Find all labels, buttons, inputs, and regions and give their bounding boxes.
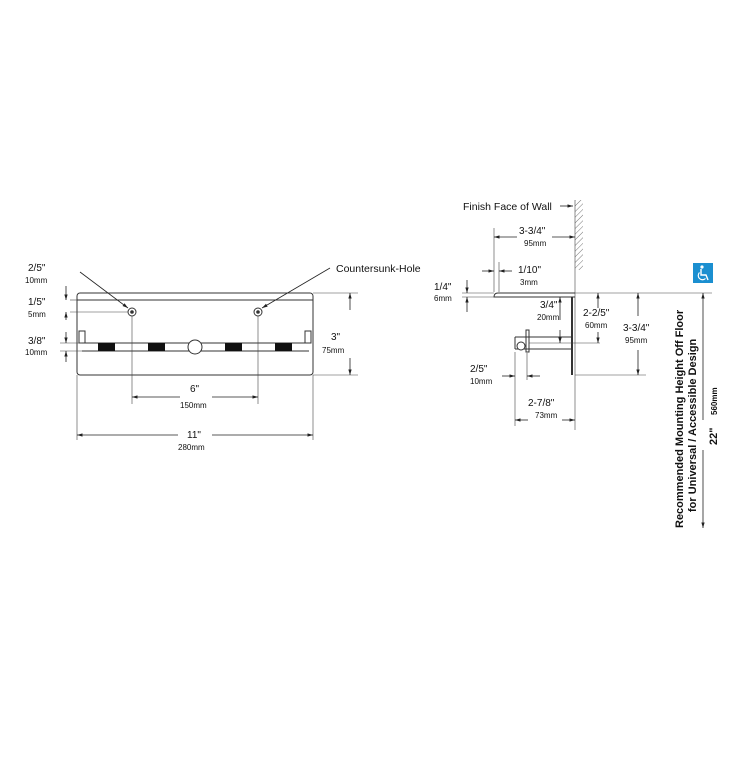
- countersunk-hole-label: Countersunk-Hole: [336, 263, 421, 275]
- mounting-height: Recommended Mounting Height Off Floor fo…: [674, 263, 720, 528]
- bar-end-in: 2/5": [470, 364, 488, 375]
- hole-offset-in: 1/5": [28, 297, 46, 308]
- height-mm: 75mm: [322, 346, 345, 355]
- width-in: 11": [187, 430, 201, 441]
- bar-end-mm: 10mm: [470, 377, 493, 386]
- left-bracket: [78, 330, 86, 344]
- side-view: Finish Face of Wall 3-3/4" 95mm 1/10" 3m…: [434, 200, 712, 430]
- thickness-mm: 6mm: [434, 294, 452, 303]
- bar-depth-mm: 73mm: [535, 411, 558, 420]
- mounting-title-line1: Recommended Mounting Height Off Floor: [674, 309, 686, 528]
- rod-grip: [225, 343, 242, 351]
- bar-offset-mm: 10mm: [25, 348, 48, 357]
- overall-height-mm: 95mm: [625, 336, 648, 345]
- bar-drop-in: 3/4": [540, 300, 558, 311]
- rod-center-knob: [187, 339, 203, 355]
- depth-top-mm: 95mm: [524, 239, 547, 248]
- finish-face-label: Finish Face of Wall: [463, 201, 552, 213]
- right-countersunk-hole: [253, 307, 263, 317]
- top-offset-mm: 10mm: [25, 276, 48, 285]
- mounting-height-mm: 560mm: [710, 387, 719, 415]
- rod-grip: [98, 343, 115, 351]
- overall-height-in: 3-3/4": [623, 323, 650, 334]
- rod-grip: [275, 343, 292, 351]
- bar-height-in: 2-2/5": [583, 308, 610, 319]
- top-offset-in: 2/5": [28, 263, 46, 274]
- lip-in: 1/10": [518, 265, 541, 276]
- hole-spacing-mm: 150mm: [180, 401, 207, 410]
- lip-mm: 3mm: [520, 278, 538, 287]
- front-view: Countersunk-Hole 2/5" 10mm 1/5" 5mm 3/8"…: [25, 263, 421, 452]
- left-countersunk-hole: [127, 307, 137, 317]
- mounting-title-line2: for Universal / Accessible Design: [687, 339, 699, 512]
- width-mm: 280mm: [178, 443, 205, 452]
- height-in: 3": [331, 332, 341, 343]
- thickness-in: 1/4": [434, 282, 452, 293]
- rod-end-cap: [525, 329, 530, 353]
- shelf-profile: [493, 292, 575, 298]
- bar-depth-in: 2-7/8": [528, 398, 555, 409]
- bar-drop-mm: 20mm: [537, 313, 560, 322]
- hole-offset-mm: 5mm: [28, 310, 46, 319]
- depth-top-in: 3-3/4": [519, 226, 546, 237]
- shelf-body: [76, 292, 314, 376]
- right-bracket: [304, 330, 312, 344]
- hole-spacing-in: 6": [190, 384, 200, 395]
- mounting-height-in: 22": [708, 428, 720, 445]
- bar-height-mm: 60mm: [585, 321, 608, 330]
- bar-offset-in: 3/8": [28, 336, 46, 347]
- rod-grip: [148, 343, 165, 351]
- wheelchair-icon: [693, 263, 713, 283]
- wall-hatch: [575, 200, 583, 270]
- rod-end-circle: [516, 341, 526, 351]
